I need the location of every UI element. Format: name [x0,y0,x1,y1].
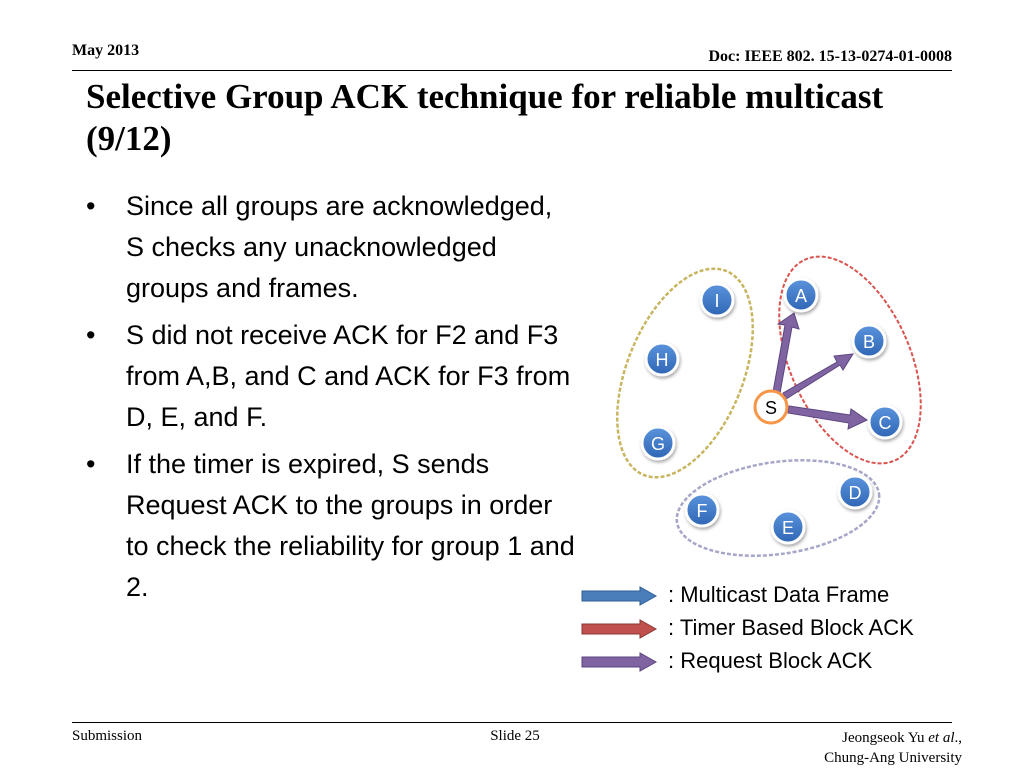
bullet-text: Since all groups are acknowledged, S che… [126,191,553,303]
node-label-e: E [782,518,794,538]
legend-label: : Multicast Data Frame [668,582,890,607]
node-i: I [699,282,735,318]
footer-submission: Submission [72,728,143,744]
node-a: A [783,277,819,313]
node-g: G [640,425,676,461]
legend-label: : Timer Based Block ACK [668,615,914,640]
legend-item-data-frame: : Multicast Data Frame [580,580,980,613]
node-f: F [684,492,720,528]
node-c: C [867,404,903,440]
footer-author-etal: et al [928,730,955,746]
bullet-item: • S did not receive ACK for F2 and F3 fro… [86,315,576,438]
legend: : Multicast Data Frame : Timer Based Blo… [580,580,980,679]
node-label-c: C [879,413,892,433]
node-label-b: B [863,332,875,352]
node-d: D [837,474,873,510]
footer-author-block: Jeongseok Yu et al., Chung-Ang Universit… [824,728,962,768]
bullet-list: • Since all groups are acknowledged, S ch… [86,186,576,614]
bullet-dot-icon: • [86,320,96,350]
header-doc-id: Doc: IEEE 802. 15-13-0274-01-0008 [708,48,952,65]
legend-item-timer-ack: : Timer Based Block ACK [580,613,980,646]
header-divider [72,70,952,71]
request-ack-arrows [772,312,868,430]
footer-affiliation: Chung-Ang University [824,750,962,766]
footer-author: Jeongseok Yu [842,730,925,746]
arrow-s-to-a [772,312,800,394]
arrow-blue-icon [581,586,658,606]
bullet-item: • If the timer is expired, S sends Reques… [86,444,576,608]
node-label-d: D [849,483,862,503]
footer-author-tail: ., [954,730,963,746]
bullet-item: • Since all groups are acknowledged, S ch… [86,186,576,309]
node-e: E [770,509,806,545]
node-label-f: F [697,501,708,521]
node-label-a: A [795,286,807,306]
header-date: May 2013 [72,42,140,59]
bullet-text: If the timer is expired, S sends Request… [126,449,575,602]
source-label: S [765,398,777,418]
node-label-g: G [651,434,665,454]
slide-title: Selective Group ACK technique for reliab… [86,77,884,158]
arrow-s-to-b [782,353,854,400]
network-diagram: S I A B H C G D F E [616,255,922,557]
legend-item-request-ack: : Request Block ACK [580,646,980,679]
source-node-s: S [753,389,789,425]
node-h: H [644,341,680,377]
node-b: B [851,323,887,359]
footer-divider [72,722,952,723]
group2-outline [616,267,754,479]
group3-outline [675,459,881,557]
footer-author-line: Jeongseok Yu et al., [824,728,962,748]
node-label-h: H [656,350,669,370]
group1-outline [778,255,922,465]
footer-slide-number: Slide 25 [490,728,540,744]
arrow-purple-icon [581,652,658,672]
bullet-dot-icon: • [86,449,96,479]
bullet-text: S did not receive ACK for F2 and F3 from… [126,320,571,432]
arrow-s-to-c [787,405,868,430]
legend-label: : Request Block ACK [668,648,873,673]
arrow-red-icon [581,619,658,639]
node-label-i: I [714,291,719,311]
bullet-dot-icon: • [86,191,96,221]
